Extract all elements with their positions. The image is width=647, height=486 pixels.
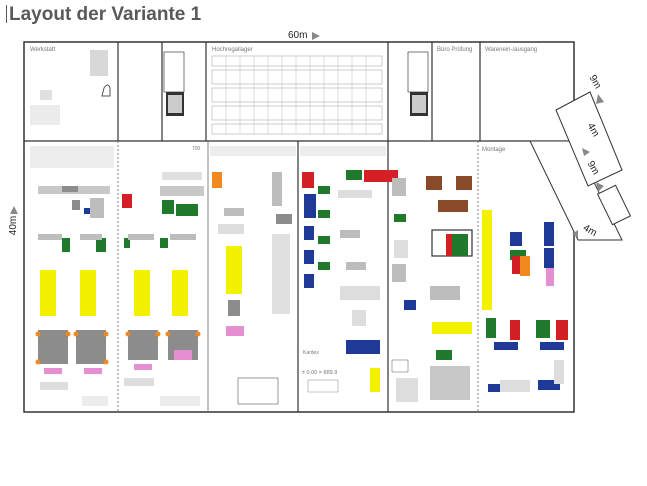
stair-left: [163, 51, 185, 93]
label-montage: Montage: [482, 147, 506, 153]
hand-cursor-icon: [101, 84, 111, 97]
label-hall-number: 700: [192, 146, 201, 152]
width-arrow: [312, 32, 320, 40]
stair-lower: [237, 377, 279, 405]
title-text: Layout der Variante 1: [9, 4, 202, 25]
truck-icon: [596, 184, 632, 226]
ramp-dim-a: 9m: [587, 73, 603, 91]
label-hochregallager: Hochregallager: [212, 47, 253, 53]
werkstatt-machine: [90, 50, 108, 76]
label-werkstatt: Werkstatt: [30, 47, 56, 53]
title-cursor: [6, 5, 7, 23]
label-buero-pruefung: Büro Prüfung: [437, 47, 472, 53]
label-level: ± 0.00 = 889.9: [302, 370, 337, 376]
yellow-machine: [80, 270, 96, 316]
stair-right: [407, 51, 429, 93]
page-title: Layout der Variante 1: [6, 3, 201, 27]
width-dimension: 60m: [288, 30, 308, 41]
label-wareneingang: Warenein-/ausgang: [485, 47, 537, 53]
height-arrow: [10, 206, 18, 214]
high-bay-racks: [211, 55, 383, 135]
yellow-machine: [40, 270, 56, 316]
label-kardex: Kardex: [303, 350, 319, 356]
